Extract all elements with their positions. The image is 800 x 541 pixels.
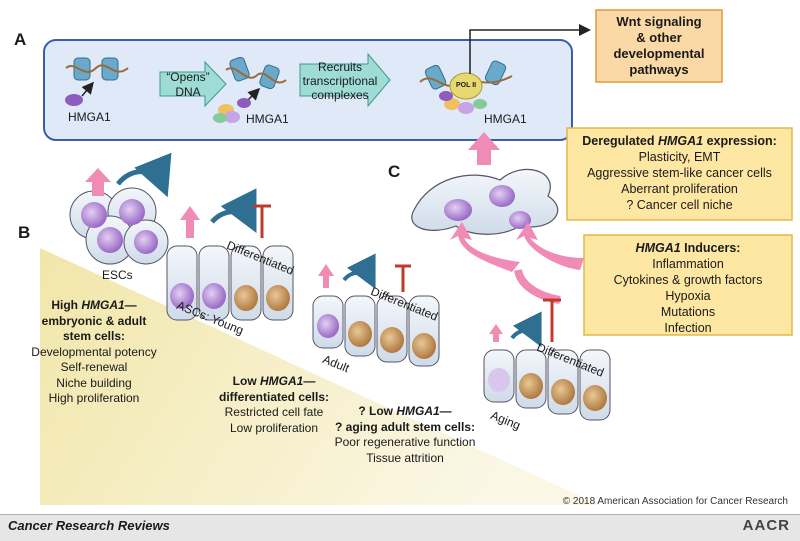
aging-up-arrow <box>489 324 503 342</box>
pol-ii-label: POL II <box>456 82 477 89</box>
young-up-arrow <box>180 206 200 238</box>
aging-cell-column <box>483 349 611 421</box>
wnt-box <box>595 9 723 83</box>
pink-curve-arrow-3 <box>514 268 561 304</box>
aging-hmga1-block: ? Low HMGA1— ? aging adult stem cells: P… <box>334 404 476 465</box>
recruits-complexes-arrow <box>299 52 391 108</box>
nucleosome-group-2 <box>213 56 287 123</box>
nucleosome-group-1 <box>65 57 129 106</box>
pink-curve-arrow-2 <box>516 222 584 270</box>
hmga1-label-3: HMGA1 <box>484 112 527 126</box>
footer-bar <box>0 514 800 541</box>
opens-dna-label: “Opens” DNA <box>166 70 210 99</box>
hmga1-protein-icon <box>65 94 83 106</box>
nucleosome-group-3 <box>419 60 513 114</box>
aacr-logo: AACR <box>742 517 790 534</box>
hmga1-label-2: HMGA1 <box>246 112 289 126</box>
pol-ii-icon <box>449 72 483 100</box>
high-hmga1-block: High HMGA1— embryonic & adult stem cells… <box>31 298 157 405</box>
panel-b-letter: B <box>18 223 31 242</box>
aging-renew-arrow <box>510 311 542 348</box>
deregulated-text: Deregulated HMGA1 expression: Plasticity… <box>582 134 777 212</box>
adult-cell-column <box>312 295 440 367</box>
pink-curve-arrow-1 <box>450 222 520 272</box>
esc-self-renew-arrow <box>116 152 172 198</box>
opens-dna-arrow <box>159 60 227 108</box>
wnt-label: Wnt signaling & other developmental path… <box>613 14 705 77</box>
inducers-box <box>583 234 793 336</box>
deregulated-box <box>566 127 793 221</box>
inducers-text: HMGA1 Inducers: Inflammation Cytokines &… <box>613 241 763 335</box>
to-wnt-arrow <box>469 24 591 74</box>
up-arrow-cancer <box>468 132 500 165</box>
esc-cluster <box>69 187 169 265</box>
young-cell-column <box>166 245 294 321</box>
journal-name: Cancer Research Reviews <box>8 518 170 533</box>
young-renew-arrow <box>210 188 257 233</box>
panel-c-letter: C <box>388 162 401 181</box>
hmga1-label-1: HMGA1 <box>68 110 111 124</box>
escs-label: ESCs <box>102 268 133 282</box>
panel-a-letter: A <box>14 30 27 49</box>
recruits-label: Recruits transcriptional complexes <box>302 60 378 102</box>
copyright-text: © 2018 American Association for Cancer R… <box>562 496 788 507</box>
adult-renew-arrow <box>342 253 376 290</box>
cancer-cell-cluster <box>411 168 559 235</box>
low-hmga1-block: Low HMGA1— differentiated cells: Restric… <box>218 374 330 435</box>
esc-up-arrow <box>85 168 111 196</box>
adult-up-arrow <box>318 264 334 288</box>
